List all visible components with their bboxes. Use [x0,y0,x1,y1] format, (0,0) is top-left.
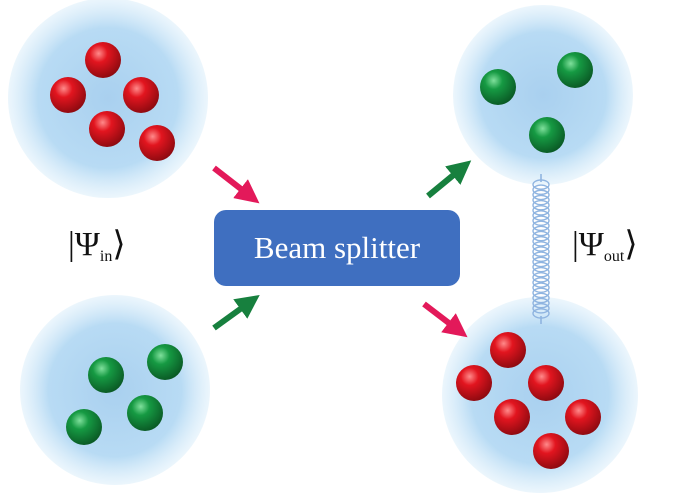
output-state-psi: |Ψ [572,226,604,263]
green-particle [147,344,183,380]
output-state-subscript: out [603,248,625,265]
green-particle [557,52,593,88]
spring-coil [532,225,550,237]
spring-coil [532,194,550,206]
spring-coil [532,282,550,293]
green-particle [66,409,102,445]
arrow-input-bottom-green [212,294,260,331]
input-state-bracket: ⟩ [112,226,126,263]
spring-coil [532,246,550,257]
beam-splitter-label: Beam splitter [253,230,421,265]
spring-coil [532,184,550,196]
red-particle [50,77,86,113]
spring-coil [532,261,550,273]
spring-coil [532,210,550,221]
red-particle [490,332,526,368]
arrow-output-top-green [426,160,472,199]
spring-coil [532,266,550,278]
red-particle [89,111,125,147]
spring-coil [532,189,550,201]
input-state-subscript: in [99,248,113,265]
spring-coil [532,251,550,263]
red-particle [565,399,601,435]
red-particle [533,433,569,469]
spring-coil [532,199,550,211]
spring-coil [532,220,550,232]
green-particle [480,69,516,105]
green-particle [529,117,565,153]
entanglement-spring-icon [532,174,550,324]
spring-coil [532,179,550,190]
input-state-psi: |Ψ [68,226,100,263]
input-cloud-top [8,0,208,198]
red-particle [85,42,121,78]
red-particle [456,365,492,401]
spring-coil [532,302,550,314]
red-particle [528,365,564,401]
beam-splitter-box: Beam splitter [214,210,460,286]
input-state-label: |Ψin⟩ [68,228,126,265]
green-particle [127,395,163,431]
spring-coil [532,277,550,288]
spring-coil [532,230,550,242]
spring-coil [532,205,550,216]
output-state-label: |Ψout⟩ [572,228,638,265]
output-cloud-top [453,5,633,185]
spring-coil [532,235,550,247]
spring-coil [532,241,550,252]
spring-coil [532,215,550,226]
arrow-input-top-red [212,165,260,204]
red-particle [123,77,159,113]
spring-coil [532,292,550,304]
arrow-output-bottom-red [422,301,468,338]
output-state-bracket: ⟩ [624,226,638,263]
spring-coil [532,287,550,299]
spring-coil [532,256,550,268]
spring-coil [532,297,550,309]
red-particle [494,399,530,435]
green-particle [88,357,124,393]
spring-coil [532,308,550,319]
spring-coil [532,272,550,283]
red-particle [139,125,175,161]
